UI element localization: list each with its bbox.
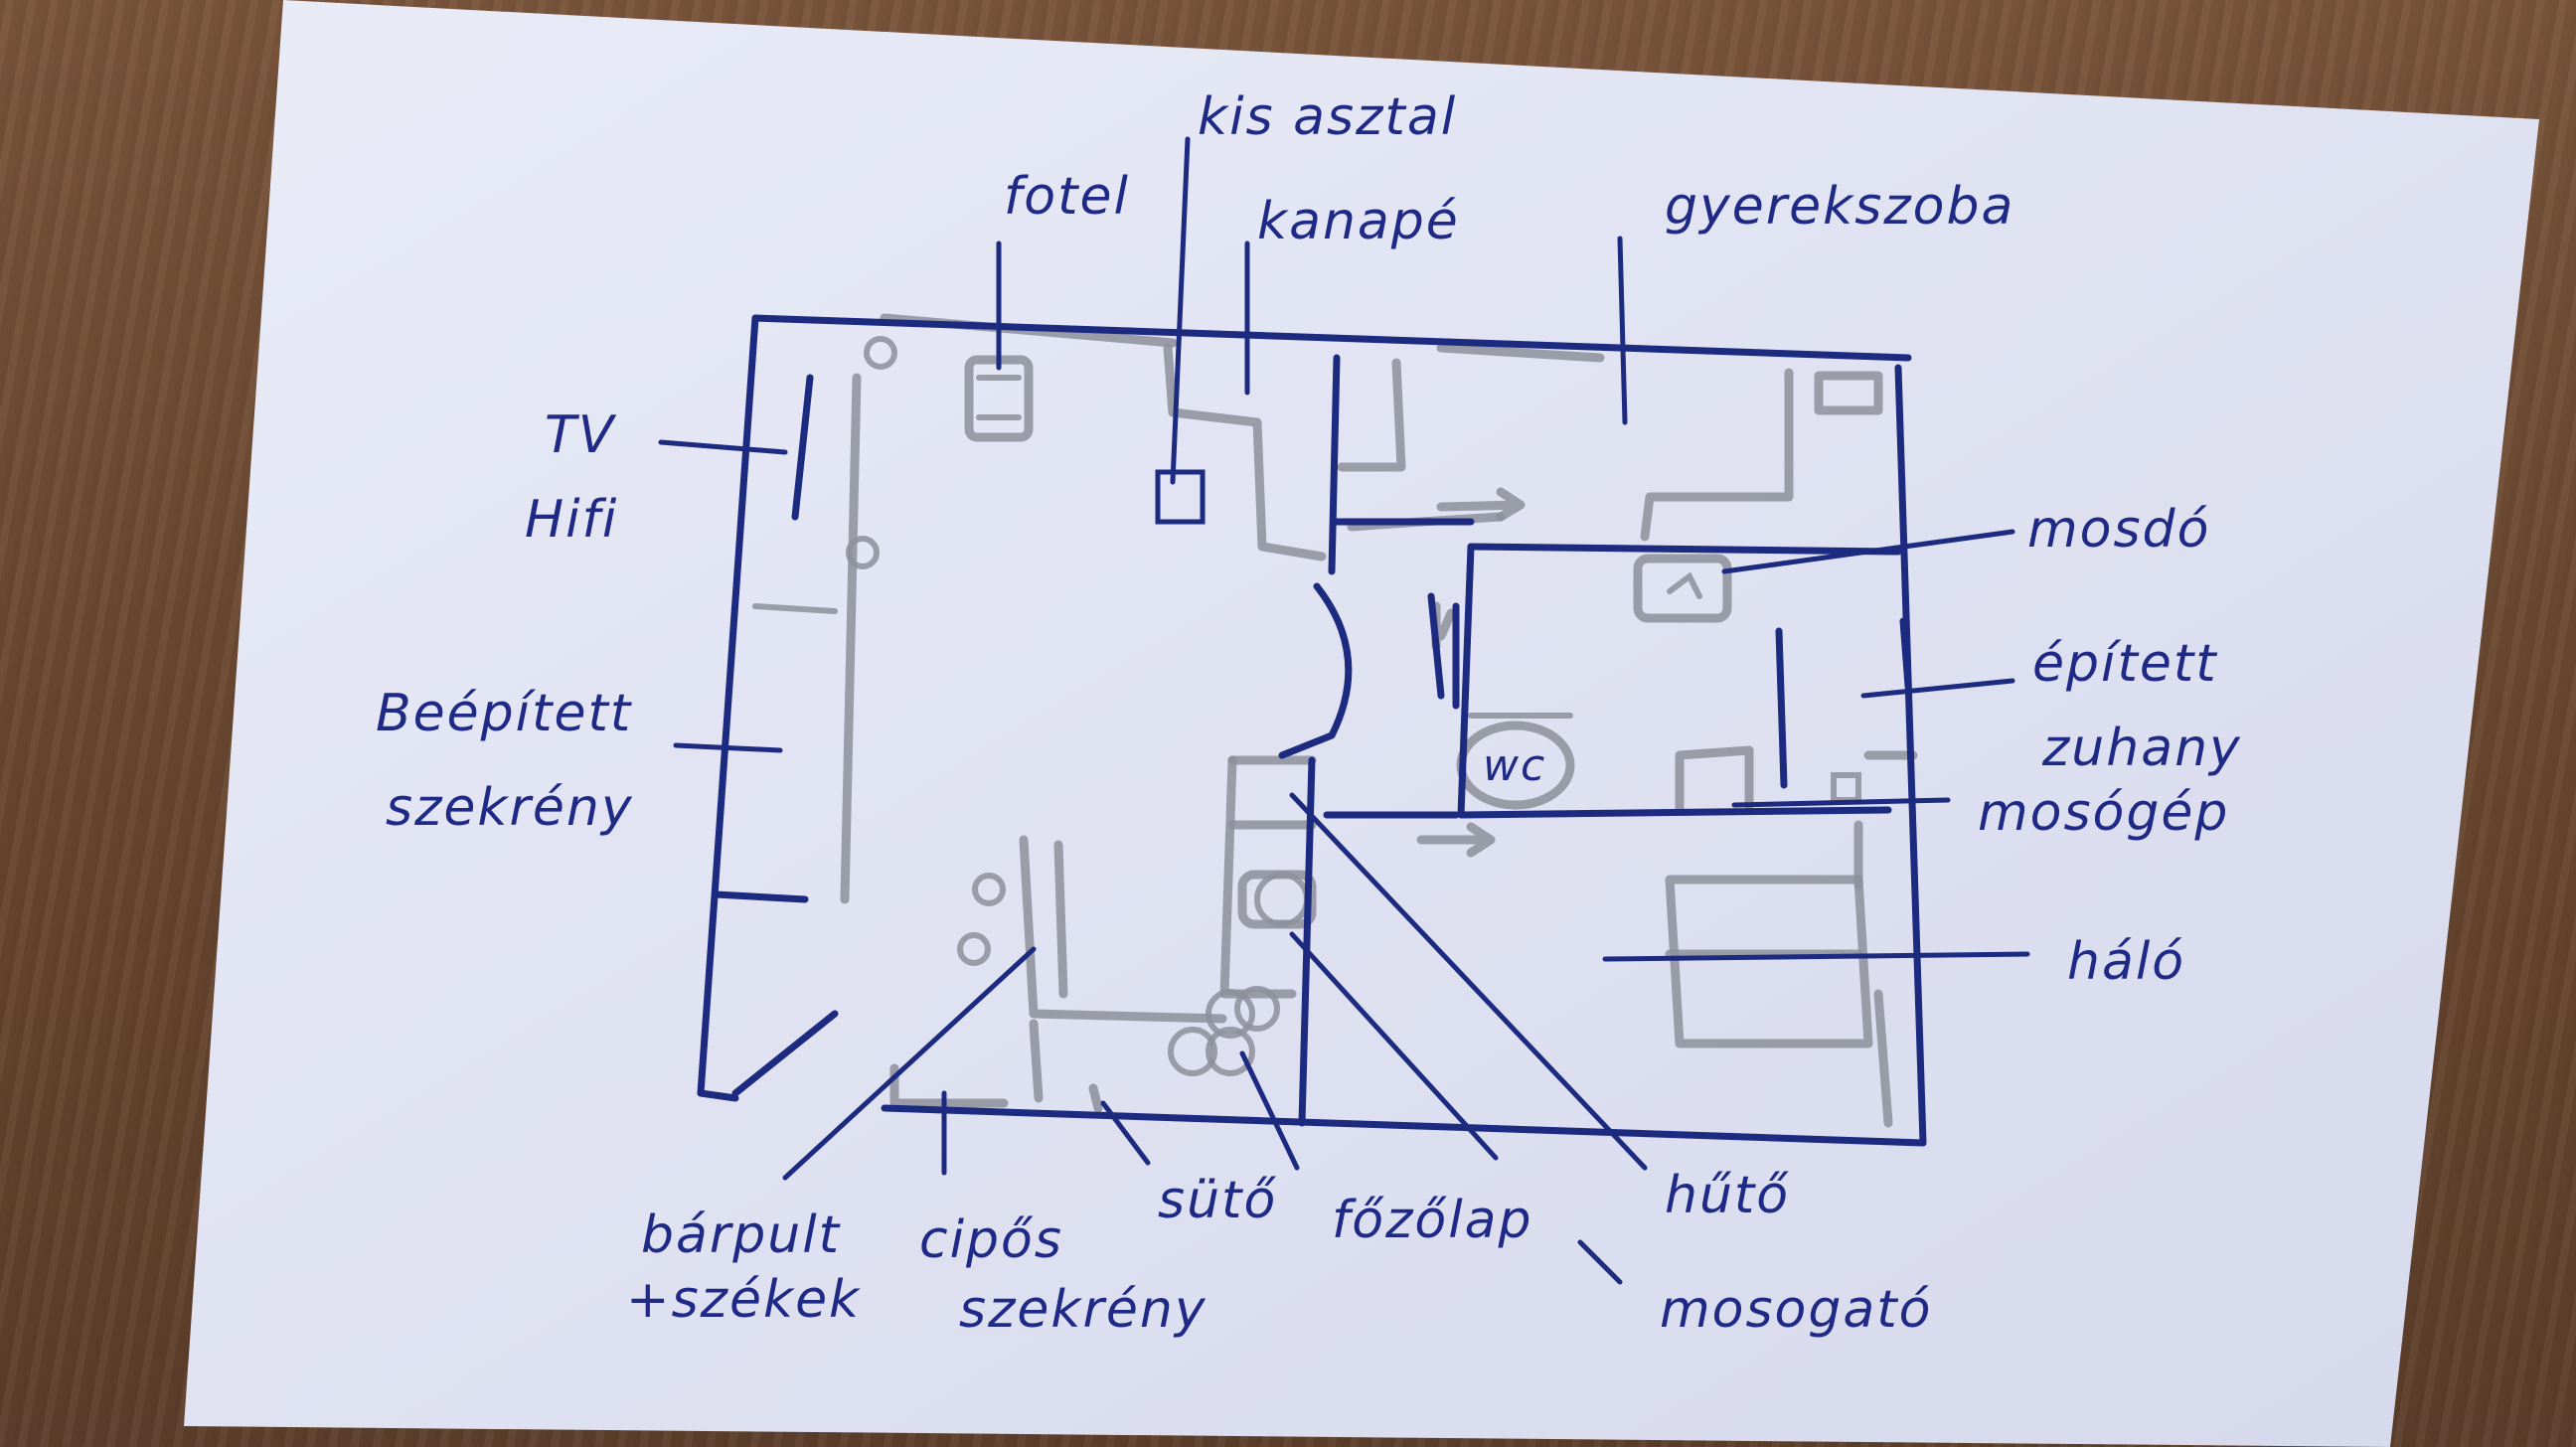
label-szekek: +székek — [626, 1270, 861, 1330]
label-kis-asztal: kis asztal — [1198, 87, 1457, 147]
label-szekreny: szekrény — [386, 778, 634, 838]
label-halo: háló — [2067, 932, 2185, 992]
ink-walls — [697, 314, 1927, 1147]
label-mosogep: mosógép — [1978, 783, 2229, 843]
label-hifi: Hifi — [525, 490, 618, 550]
handwritten-labels: kis asztal fotel kanapé gyerekszoba TV H… — [376, 87, 2242, 1340]
paper-sheet — [184, 0, 2539, 1447]
label-barpult: bárpult — [641, 1206, 841, 1265]
label-mosdo: mosdó — [2027, 500, 2210, 560]
label-szekreny2: szekrény — [959, 1280, 1208, 1340]
label-kanape: kanapé — [1257, 192, 1460, 251]
label-wc: wc — [1483, 740, 1546, 791]
label-tv: TV — [545, 405, 617, 465]
leader-lines — [658, 136, 2030, 1285]
label-fozolap: főzőlap — [1332, 1191, 1533, 1250]
label-zuhany: zuhany — [2041, 719, 2242, 778]
label-fotel: fotel — [1004, 167, 1130, 227]
label-beepitett: Beépített — [376, 684, 632, 743]
label-cipos: cipős — [919, 1210, 1063, 1270]
label-mosogato: mosogató — [1660, 1280, 1932, 1340]
label-huto: hűtő — [1665, 1166, 1790, 1225]
label-suto: sütő — [1158, 1171, 1277, 1230]
label-gyerekszoba: gyerekszoba — [1665, 177, 2014, 237]
label-epitett: épített — [2032, 634, 2218, 694]
